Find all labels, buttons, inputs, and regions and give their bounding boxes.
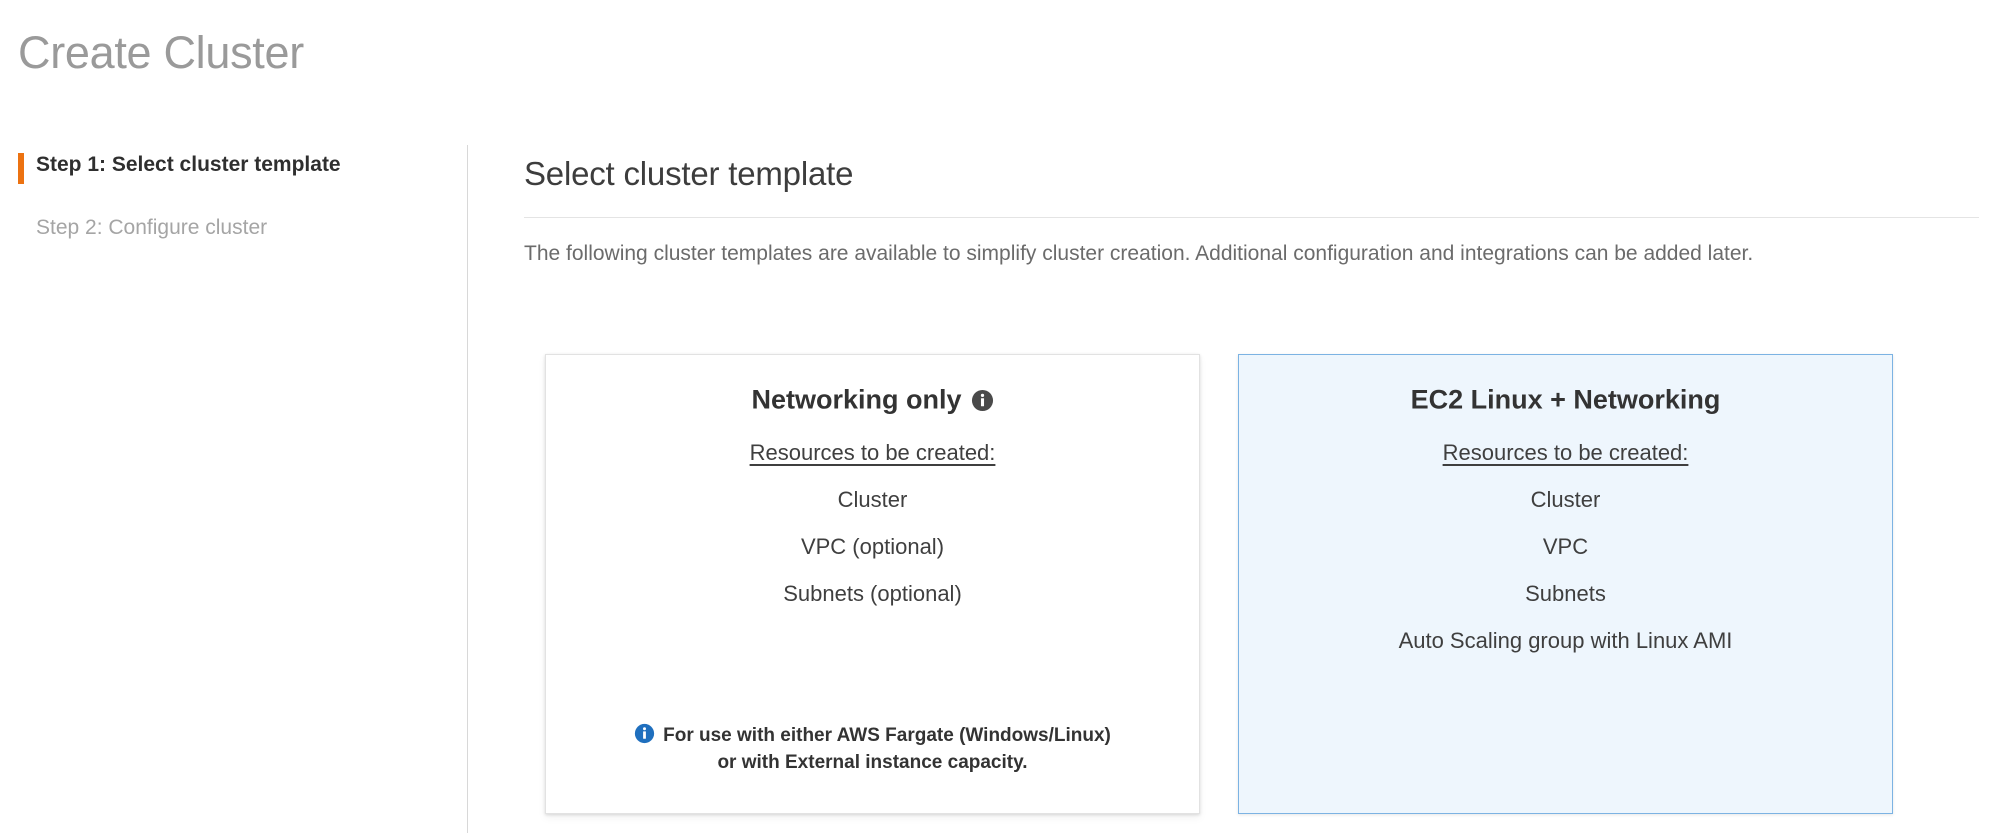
card-title-text: EC2 Linux + Networking	[1410, 384, 1721, 415]
resource-item: Auto Scaling group with Linux AMI	[1398, 628, 1733, 654]
card-title-text: Networking only	[751, 384, 962, 415]
card-note-line-1: For use with either AWS Fargate (Windows…	[663, 724, 1111, 746]
section-description: The following cluster templates are avai…	[524, 242, 1754, 265]
section-divider	[524, 217, 1979, 218]
info-circle-icon	[634, 723, 655, 744]
template-card-ec2-linux-networking[interactable]: EC2 Linux + Networking Resources to be c…	[1238, 354, 1893, 814]
template-card-list: Networking only Resources to be created:…	[545, 354, 1975, 816]
active-step-marker	[18, 153, 24, 184]
wizard-sidebar: Step 1: Select cluster template Step 2: …	[0, 145, 468, 833]
section-title: Select cluster template	[524, 155, 854, 192]
info-circle-icon[interactable]	[971, 386, 994, 412]
resource-item: Subnets (optional)	[783, 581, 962, 607]
main-content: Select cluster template The following cl…	[524, 145, 1999, 833]
sidebar-step-2-label: Step 2: Configure cluster	[36, 216, 268, 240]
page-title: Create Cluster	[18, 27, 304, 78]
sidebar-step-1[interactable]: Step 1: Select cluster template	[0, 152, 467, 184]
resource-item: Subnets	[1525, 581, 1606, 607]
card-title-ec2-linux-networking: EC2 Linux + Networking	[1259, 381, 1872, 417]
resource-item: Cluster	[1530, 487, 1601, 513]
template-card-networking-only[interactable]: Networking only Resources to be created:…	[545, 354, 1200, 814]
resource-item: Cluster	[837, 487, 908, 513]
card-title-networking-only: Networking only	[566, 381, 1179, 417]
sidebar-step-1-label: Step 1: Select cluster template	[36, 153, 341, 176]
sidebar-step-2[interactable]: Step 2: Configure cluster	[0, 215, 467, 240]
resources-label: Resources to be created:	[1442, 440, 1689, 466]
resource-item: VPC (optional)	[800, 534, 945, 560]
resources-label: Resources to be created:	[749, 440, 996, 466]
card-note-line-2: or with External instance capacity.	[717, 752, 1028, 774]
resource-item: VPC	[1542, 534, 1589, 560]
card-note-networking-only: For use with either AWS Fargate (Windows…	[574, 722, 1171, 777]
